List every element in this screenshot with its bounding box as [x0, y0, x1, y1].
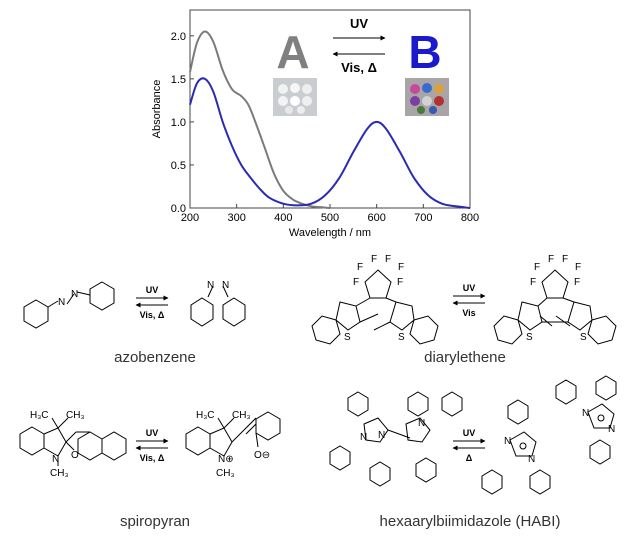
azobenzene-reverse-label: Vis, Δ — [140, 310, 165, 320]
merocyanine-npos: N⊕ — [218, 454, 234, 465]
y-axis-ticks: 0.0 0.5 1.0 1.5 2.0 — [171, 31, 194, 215]
spiro-h3c: H₃C — [30, 410, 49, 421]
absorbance-chart: 200 300 400 500 600 700 800 0.0 0.5 1.0 1.5 2.0 Wa… — [151, 9, 479, 239]
spiropyran-reverse-label: Vis, Δ — [140, 453, 165, 463]
habi-rad-n4: N — [608, 424, 615, 435]
series-layer — [189, 30, 471, 209]
switch-arrows: UV Vis, Δ — [332, 16, 386, 75]
switch-forward-label: UV — [350, 16, 368, 31]
diarylethene-caption: diarylethene — [424, 349, 506, 366]
x-tick-label: 700 — [414, 212, 432, 224]
diarylethene-open-structure — [311, 269, 439, 345]
diarylethene-open-fluorines: F F F F F F S S — [344, 254, 405, 343]
diarylethene-scheme: F F F F F F S S UV Vis F — [311, 254, 617, 366]
habi-scheme: N N N UV Δ N N N N hexaarylbiimidazole (… — [329, 375, 617, 530]
atom-f: F — [385, 254, 391, 265]
merocyanine-h3c: H₃C — [196, 410, 215, 421]
spiro-n: N — [52, 454, 59, 465]
azo-cis-n2: N — [222, 280, 229, 291]
sample-photo-a — [273, 78, 317, 116]
x-tick-label: 200 — [181, 212, 199, 224]
spiropyran-arrows: UV Vis, Δ — [135, 428, 169, 463]
spiro-ch3-bottom: CH₃ — [50, 468, 69, 479]
habi-n3: N — [418, 418, 425, 429]
atom-f: F — [357, 262, 363, 273]
atom-f: F — [574, 277, 580, 288]
habi-caption: hexaarylbiimidazole (HABI) — [380, 513, 561, 530]
diarylethene-closed-fluorines: F F F F F F S S — [526, 254, 587, 343]
azobenzene-arrows: UV Vis, Δ — [135, 285, 169, 320]
state-b-label: B — [408, 26, 441, 78]
atom-f: F — [398, 262, 404, 273]
atom-s: S — [344, 332, 351, 343]
merocyanine-oneg: O⊖ — [254, 450, 270, 461]
atom-f: F — [353, 277, 359, 288]
x-tick-label: 400 — [274, 212, 292, 224]
y-axis-label: Absorbance — [151, 80, 163, 139]
atom-f: F — [548, 254, 554, 265]
y-tick-label: 1.0 — [171, 117, 186, 129]
merocyanine-ch3-bottom: CH₃ — [216, 468, 235, 479]
atom-f: F — [397, 277, 403, 288]
habi-n2: N — [378, 430, 385, 441]
atom-s: S — [580, 332, 587, 343]
spiropyran-open-structure — [185, 411, 281, 457]
x-tick-label: 800 — [461, 212, 479, 224]
spiropyran-scheme: H₃C CH₃ N O CH₃ UV Vis, Δ H₃C CH₃ N⊕ O⊖ … — [19, 410, 281, 530]
x-tick-label: 300 — [227, 212, 245, 224]
habi-rad-n1: N — [504, 436, 511, 447]
series-line-b — [189, 77, 471, 209]
x-tick-label: 500 — [321, 212, 339, 224]
spiro-ch3-top: CH₃ — [66, 410, 85, 421]
spiropyran-forward-label: UV — [146, 428, 159, 438]
azo-cis-n1: N — [207, 280, 214, 291]
azobenzene-cis-structure — [190, 285, 246, 327]
spiropyran-caption: spiropyran — [120, 513, 190, 530]
y-tick-label: 1.5 — [171, 74, 186, 86]
azobenzene-caption: azobenzene — [114, 349, 196, 366]
azo-n2: N — [71, 289, 78, 300]
switch-reverse-label: Vis, Δ — [341, 60, 377, 75]
atom-f: F — [371, 254, 377, 265]
habi-reverse-label: Δ — [466, 453, 473, 463]
azobenzene-forward-label: UV — [146, 285, 159, 295]
atom-s: S — [526, 332, 533, 343]
spiropyran-closed-structure — [19, 417, 127, 466]
state-a-label: A — [276, 26, 309, 78]
habi-arrows: UV Δ — [452, 428, 486, 463]
x-tick-label: 600 — [367, 212, 385, 224]
spiro-o: O — [71, 450, 79, 461]
atom-f: F — [575, 262, 581, 273]
atom-f: F — [562, 254, 568, 265]
habi-dimer-structure — [329, 391, 463, 487]
habi-n1: N — [360, 432, 367, 443]
azobenzene-trans-structure — [23, 281, 115, 329]
atom-f: F — [534, 262, 540, 273]
x-axis-label: Wavelength / nm — [289, 227, 371, 239]
habi-forward-label: UV — [463, 428, 476, 438]
y-tick-label: 0.5 — [171, 160, 186, 172]
y-tick-label: 0.0 — [171, 203, 186, 215]
azobenzene-scheme: N N UV Vis, Δ N N azobenzene — [23, 280, 246, 366]
habi-radical-structures — [481, 375, 617, 495]
azo-n1: N — [58, 297, 65, 308]
habi-rad-n2: N — [528, 454, 535, 465]
y-tick-label: 2.0 — [171, 31, 186, 43]
diarylethene-closed-structure — [493, 269, 617, 345]
diarylethene-reverse-label: Vis — [462, 308, 475, 318]
atom-s: S — [398, 332, 405, 343]
diarylethene-forward-label: UV — [463, 283, 476, 293]
merocyanine-ch3-top: CH₃ — [232, 410, 251, 421]
habi-rad-n3: N — [582, 408, 589, 419]
diarylethene-arrows: UV Vis — [452, 283, 486, 318]
atom-f: F — [530, 277, 536, 288]
sample-photo-b — [405, 78, 449, 116]
